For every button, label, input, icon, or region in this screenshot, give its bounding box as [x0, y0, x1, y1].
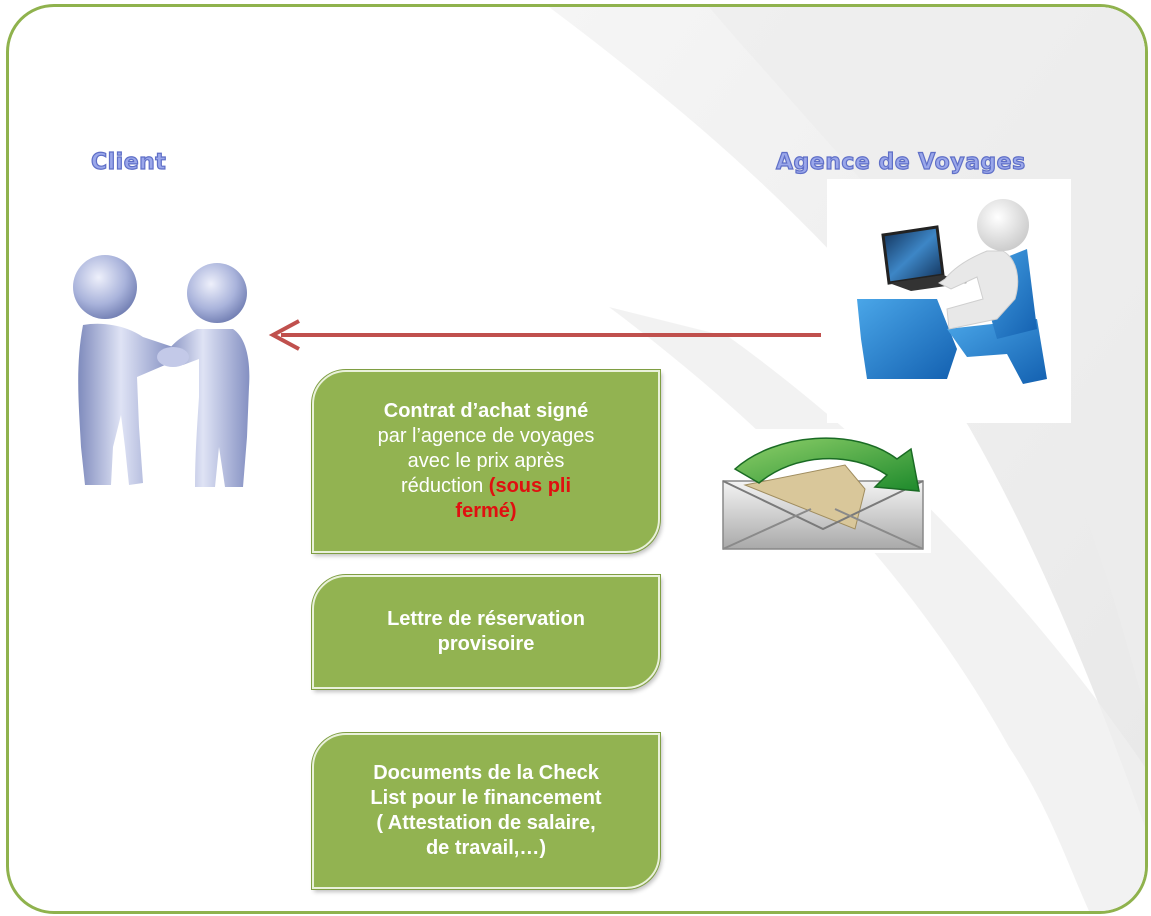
flow-arrow: [268, 319, 821, 351]
checklist-documents-box: Documents de la Check List pour le finan…: [312, 733, 660, 889]
contract-line-4: réduction: [400, 475, 489, 497]
docs-line-4: de travail,…): [425, 837, 547, 859]
contract-line-2: par l’agence de voyages: [377, 425, 595, 447]
letter-line-2: provisoire: [437, 633, 535, 655]
envelope-arrow-icon: [715, 429, 931, 553]
docs-line-2: List pour le financement: [370, 787, 602, 809]
docs-line-1: Documents de la Check: [373, 762, 599, 784]
reservation-letter-box: Lettre de réservation provisoire: [312, 575, 660, 689]
letter-line-1: Lettre de réservation: [387, 608, 585, 630]
agency-label: Agence de Voyages: [775, 149, 1026, 175]
client-label: Client: [90, 149, 167, 175]
contract-box: Contrat d’achat signé par l’agence de vo…: [312, 370, 660, 553]
contract-title: Contrat d’achat signé: [383, 400, 589, 422]
contract-sealed-note: (sous pli: [488, 475, 572, 497]
contract-sealed-note-end: fermé): [455, 500, 517, 522]
contract-line-3: avec le prix après: [407, 450, 565, 472]
docs-line-3: ( Attestation de salaire,: [376, 812, 596, 834]
diagram-frame: Client Agence de Voyages: [6, 4, 1148, 914]
handshake-people-icon: [73, 255, 250, 487]
person-at-laptop-icon: [827, 179, 1071, 423]
